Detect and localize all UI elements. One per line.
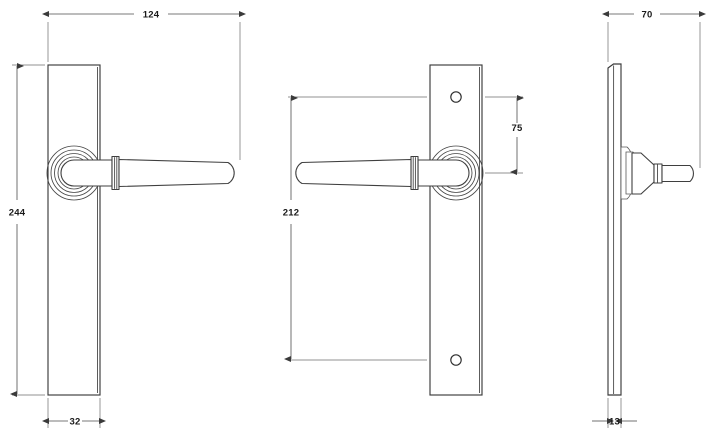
lever-left — [60, 155, 235, 191]
dimension-75: 75 — [485, 95, 524, 175]
dimension-70: 70 — [602, 10, 706, 168]
backplate-side — [607, 63, 622, 396]
dimension-244: 244 — [9, 63, 45, 397]
view-front-left: 124 244 32 — [9, 10, 246, 428]
dimension-label-75: 75 — [512, 123, 523, 134]
view-side-right: 70 13 — [592, 10, 706, 428]
dimension-124: 124 — [42, 10, 246, 160]
dimension-label-70: 70 — [642, 10, 653, 21]
dimension-label-244: 244 — [9, 208, 26, 219]
dimension-212: 212 — [283, 95, 427, 362]
screw-hole-bottom — [450, 354, 462, 366]
dimension-13: 13 — [592, 398, 637, 428]
dimension-label-212: 212 — [283, 208, 299, 219]
view-front-middle: 212 75 — [283, 64, 524, 396]
lever-middle — [295, 155, 470, 191]
dimension-label-124: 124 — [143, 10, 160, 21]
dimension-label-32: 32 — [70, 417, 81, 428]
lever-side — [631, 152, 694, 195]
backplate-left — [47, 64, 101, 396]
backplate-middle — [429, 64, 483, 396]
dimension-32: 32 — [42, 398, 106, 428]
dimension-label-13: 13 — [609, 417, 620, 428]
screw-hole-top — [450, 91, 462, 103]
